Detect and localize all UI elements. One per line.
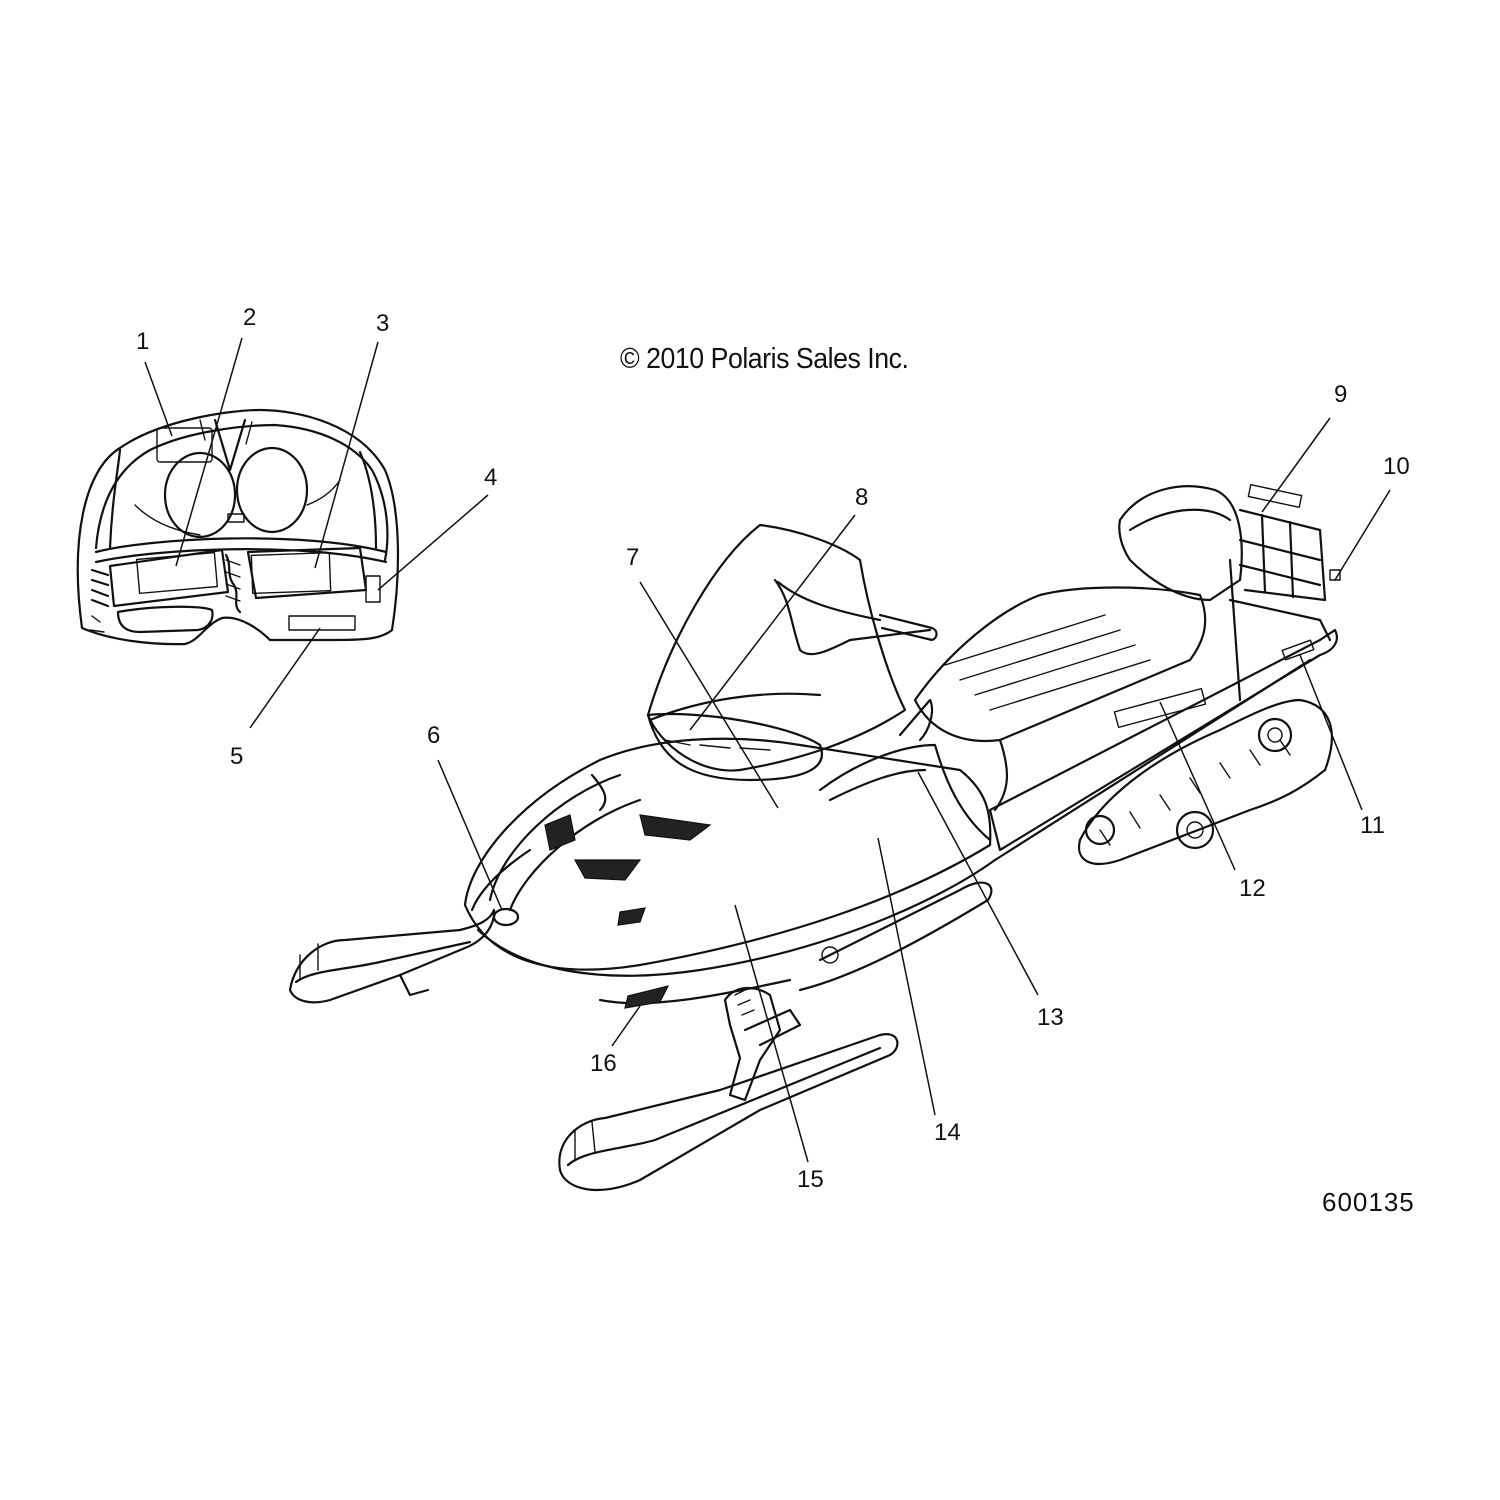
callout-12: 12 — [1239, 875, 1266, 902]
callout-6: 6 — [427, 722, 441, 749]
callout-1: 1 — [136, 328, 150, 355]
figure-id: 600135 — [1322, 1187, 1415, 1217]
callout-13: 13 — [1037, 1004, 1064, 1031]
callout-11: 11 — [1360, 812, 1385, 839]
callout-7: 7 — [626, 544, 640, 571]
callout-8: 8 — [855, 484, 869, 511]
leader-lines — [144, 337, 1391, 1163]
callout-9: 9 — [1334, 381, 1348, 408]
copyright-notice: © 2010 Polaris Sales Inc. — [620, 343, 909, 375]
snowmobile-drawing — [288, 484, 1341, 1192]
callout-2: 2 — [243, 304, 257, 331]
callout-3: 3 — [376, 310, 390, 337]
callout-15: 15 — [797, 1166, 824, 1193]
callout-5: 5 — [230, 743, 244, 770]
callout-4: 4 — [484, 464, 498, 491]
callout-14: 14 — [934, 1119, 961, 1146]
callout-16: 16 — [590, 1050, 617, 1077]
callout-10: 10 — [1383, 453, 1410, 480]
dashboard-inset — [76, 408, 400, 646]
